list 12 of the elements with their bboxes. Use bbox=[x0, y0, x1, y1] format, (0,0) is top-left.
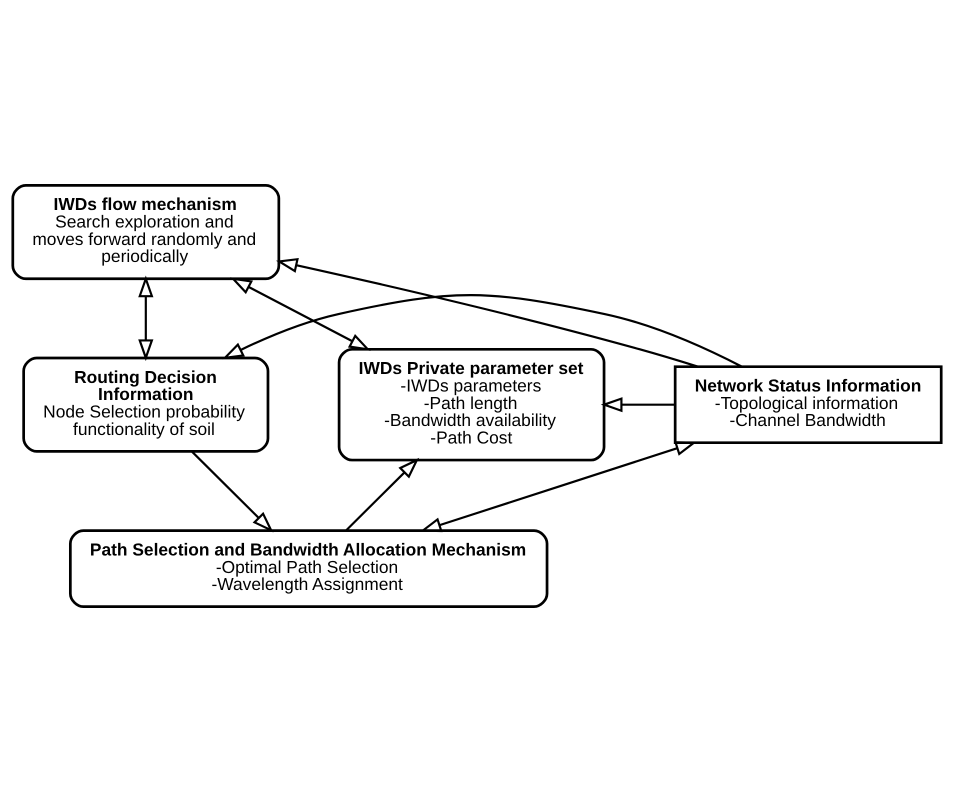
arrow bbox=[276, 257, 698, 368]
node-box: Path Selection and Bandwidth Allocation Mechanism -Optimal Path Selection -Wavelength Assignment bbox=[68, 528, 548, 608]
arrow bbox=[600, 396, 676, 412]
arrow bbox=[230, 276, 371, 350]
node-box: IWDs flow mechanism Search exploration and moves forward randomly and periodically bbox=[11, 183, 280, 280]
arrow bbox=[191, 450, 274, 532]
node-box: Network Status Information -Topological information -Channel Bandwidth bbox=[674, 364, 943, 444]
node-box: Routing Decision Information Node Selection probability functionality of soil bbox=[22, 356, 270, 452]
arrow bbox=[138, 275, 154, 361]
node-box: IWDs Private parameter set -IWDs parameters -Path length -Bandwidth availability -Path Cost bbox=[338, 347, 606, 461]
arrow bbox=[222, 294, 742, 368]
arrow bbox=[345, 457, 420, 531]
